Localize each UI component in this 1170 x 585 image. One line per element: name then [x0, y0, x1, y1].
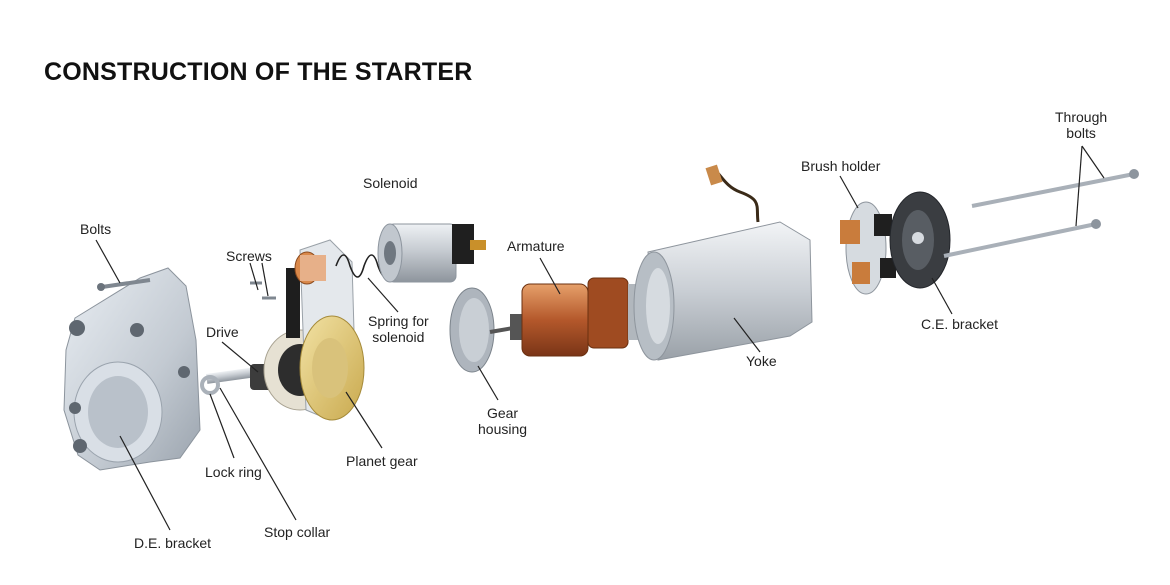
leader-through-bolt-2 [1075, 145, 1083, 227]
leader-bolts [95, 239, 121, 284]
ce-bracket-part [889, 191, 951, 289]
label-de-bracket: D.E. bracket [134, 535, 212, 551]
leader-screws-2 [261, 262, 269, 297]
leader-ce-bracket [931, 277, 953, 315]
label-bolts: Bolts [80, 221, 112, 237]
brush-holder-part [840, 201, 896, 295]
diagram-title: CONSTRUCTION OF THE STARTER [44, 58, 473, 86]
label-solenoid: Solenoid [363, 175, 418, 191]
yoke-part [633, 164, 813, 361]
bolts-part [97, 278, 151, 291]
planet-gear-part [263, 239, 365, 421]
leader-de-bracket [119, 435, 171, 531]
label-gear-housing: Gear housing [478, 405, 528, 437]
label-armature: Armature [507, 238, 565, 254]
leader-planet-gear [345, 391, 383, 449]
leader-brush-holder [839, 175, 859, 209]
label-ce-bracket: C.E. bracket [921, 316, 999, 332]
solenoid-part [377, 223, 486, 283]
leader-through-bolt-1 [1081, 145, 1105, 179]
through-bolts-part [943, 169, 1139, 258]
label-brush-holder: Brush holder [801, 158, 881, 174]
screws-part [250, 281, 276, 300]
leader-gear-housing [477, 365, 499, 401]
leader-yoke [733, 317, 761, 353]
label-screws: Screws [226, 248, 272, 264]
leader-lock-ring [209, 393, 235, 459]
leader-lines [95, 145, 1105, 531]
drive-part [200, 364, 272, 395]
label-drive: Drive [206, 324, 239, 340]
label-lock-ring: Lock ring [205, 464, 262, 480]
leader-drive [221, 341, 259, 373]
label-stop-collar: Stop collar [264, 524, 331, 540]
label-planet-gear: Planet gear [346, 453, 418, 469]
leader-spring [367, 277, 399, 313]
de-bracket-part [63, 267, 201, 471]
gear-housing-part [449, 287, 495, 373]
label-through-bolts: Through bolts [1055, 109, 1108, 141]
label-spring-for-solenoid: Spring for solenoid [368, 313, 429, 345]
leader-stop-collar [219, 387, 297, 521]
leader-screws [249, 262, 259, 291]
leader-armature [539, 257, 561, 295]
label-yoke: Yoke [746, 353, 777, 369]
